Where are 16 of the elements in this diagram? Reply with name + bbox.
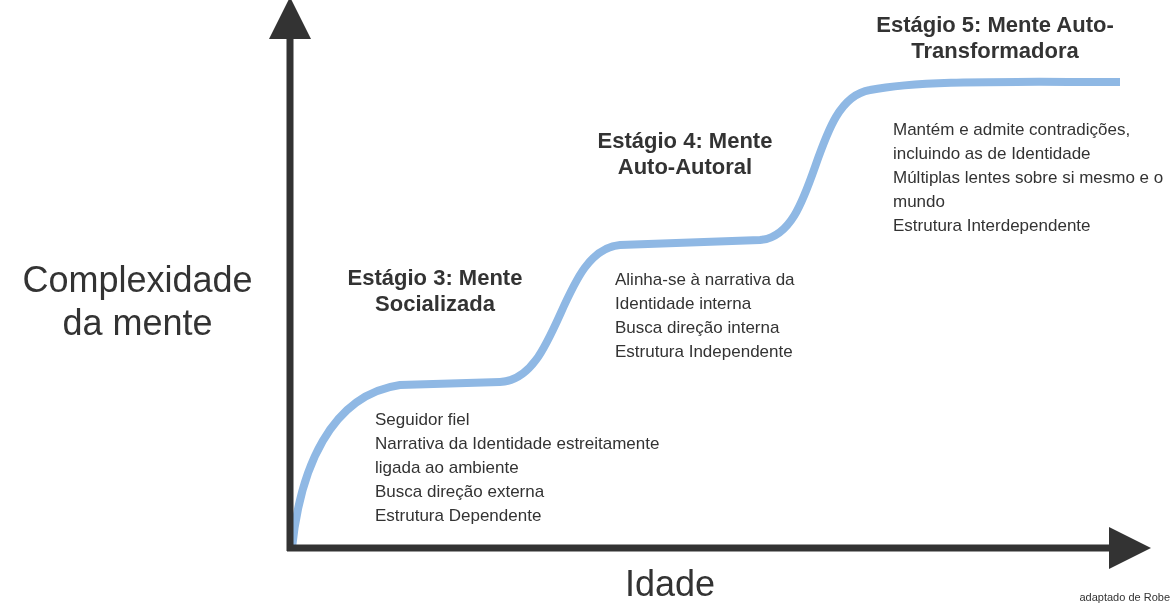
stage-heading: Estágio 3: Mente Socializada — [346, 265, 524, 318]
stage-description: Alinha-se à narrativa da Identidade interna — [615, 269, 796, 315]
axis-title: Idade — [623, 562, 717, 606]
stage-description: Estrutura Independente — [615, 341, 794, 363]
stage-description: Estrutura Dependente — [375, 505, 543, 527]
stage-heading: Estágio 4: Mente Auto-Autoral — [596, 128, 774, 181]
stage-description: Estrutura Interdependente — [893, 215, 1092, 237]
source-note: adaptado de Robe — [1078, 590, 1170, 605]
stage-description: Seguidor fiel — [375, 409, 471, 431]
stage-description: Narrativa da Identidade estreitamente ligada ao ambiente — [375, 433, 661, 479]
stage-description: Busca direção interna — [615, 317, 781, 339]
axis-title: Complexidade da mente — [21, 258, 254, 345]
stage-description: Múltiplas lentes sobre si mesmo e o mundo — [893, 167, 1165, 213]
stage-heading: Estágio 5: Mente Auto-Transformadora — [875, 12, 1115, 65]
stage-description: Busca direção externa — [375, 481, 546, 503]
stage-description: Mantém e admite contradições, incluindo as de Identidade — [893, 119, 1132, 165]
